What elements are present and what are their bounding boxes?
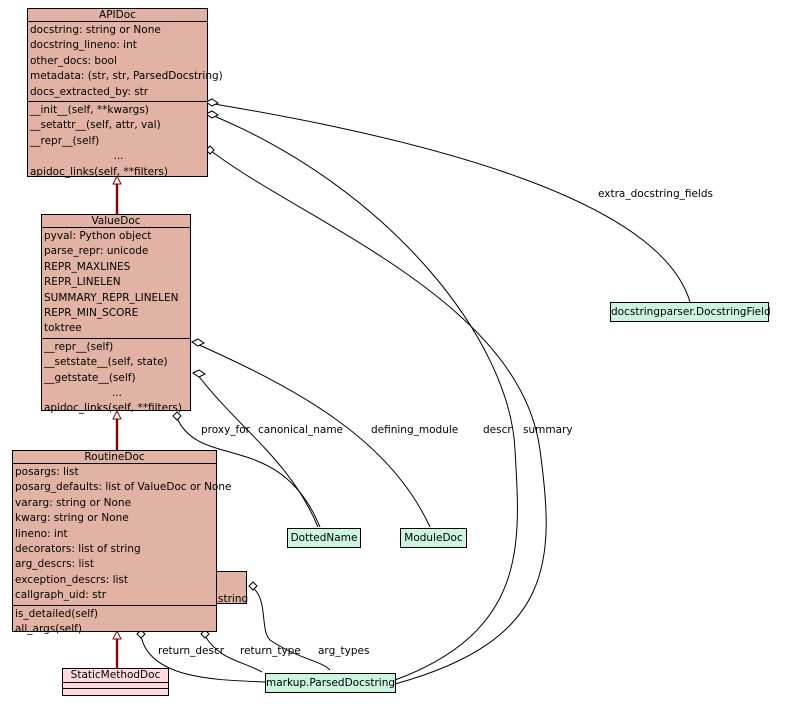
edge-label-summary: summary xyxy=(523,424,573,436)
inherit-arrowhead-valuedoc xyxy=(112,409,122,420)
class-routinedoc[interactable]: RoutineDoc posargs: list posarg_defaults… xyxy=(12,450,232,635)
attribute-row: decorators: list of string xyxy=(15,542,141,555)
edge-extra-docstring-fields xyxy=(213,103,691,303)
diamond-extra-docstring-fields xyxy=(205,98,219,107)
class-apidoc[interactable]: APIDoc docstring: string or None docstri… xyxy=(27,8,223,178)
diamond-defining-module xyxy=(191,338,205,347)
class-apidoc-attributes: docstring: string or None docstring_line… xyxy=(28,22,223,102)
method-row: apidoc_links(self, **filters) xyxy=(44,402,182,415)
edge-summary xyxy=(209,149,547,685)
attribute-row: REPR_LINELEN xyxy=(44,276,121,289)
method-ellipsis: ... xyxy=(111,386,122,399)
class-apidoc-title: APIDoc xyxy=(28,9,207,22)
attribute-row: parse_repr: unicode xyxy=(44,245,149,258)
diamond-canonical-name xyxy=(192,369,206,378)
edge-canonical-name xyxy=(196,373,319,528)
attribute-row: docs_extracted_by: str xyxy=(30,85,149,98)
class-docstringfield[interactable]: docstringparser.DocstringField xyxy=(610,302,771,322)
class-staticmethoddoc-title: StaticMethodDoc xyxy=(63,669,168,683)
qualifier-string-box: string xyxy=(216,571,249,605)
attribute-row: metadata: (str, str, ParsedDocstring) xyxy=(30,70,223,83)
class-staticmethoddoc[interactable]: StaticMethodDoc xyxy=(62,668,169,696)
attribute-row: REPR_MAXLINES xyxy=(44,260,131,273)
class-valuedoc-attributes: pyval: Python object parse_repr: unicode… xyxy=(42,228,190,339)
class-parseddocstring[interactable]: markup.ParsedDocstring xyxy=(265,673,396,693)
class-valuedoc-title: ValueDoc xyxy=(42,215,190,228)
edge-arg-types xyxy=(252,587,331,671)
attribute-row: kwarg: string or None xyxy=(15,512,129,525)
attribute-row: docstring: string or None xyxy=(30,24,161,36)
class-staticmethoddoc-attributes xyxy=(63,683,168,689)
edge-label-return-descr: return_descr xyxy=(158,645,225,657)
diamond-descr xyxy=(205,110,219,119)
method-row: is_detailed(self) xyxy=(15,607,99,620)
edge-label-canonical-name: canonical_name xyxy=(258,424,344,436)
method-row: __getstate__(self) xyxy=(44,371,136,384)
diamond-proxy-for xyxy=(172,411,182,421)
class-moduledoc[interactable]: ModuleDoc xyxy=(400,528,467,548)
attribute-row: posarg_defaults: list of ValueDoc or Non… xyxy=(15,481,232,494)
method-row: __init__(self, **kwargs) xyxy=(30,103,149,116)
class-valuedoc[interactable]: ValueDoc pyval: Python object parse_repr… xyxy=(41,214,191,414)
attribute-row: SUMMARY_REPR_LINELEN xyxy=(44,291,179,304)
edge-label-defining-module: defining_module xyxy=(371,424,459,436)
attribute-row: callgraph_uid: str xyxy=(15,589,107,602)
attribute-row: toktree xyxy=(44,322,82,335)
class-valuedoc-methods: __repr__(self) __setstate__(self, state)… xyxy=(42,339,190,418)
edge-label-proxy-for: proxy_for xyxy=(201,424,250,436)
class-dottedname[interactable]: DottedName xyxy=(287,528,361,548)
method-row: __setstate__(self, state) xyxy=(44,356,168,369)
class-routinedoc-attributes: posargs: list posarg_defaults: list of V… xyxy=(13,464,232,606)
class-apidoc-methods: __init__(self, **kwargs) __setattr__(sel… xyxy=(28,102,207,181)
attribute-row: arg_descrs: list xyxy=(15,558,94,571)
method-row: __repr__(self) xyxy=(44,340,114,353)
attribute-row: vararg: string or None xyxy=(15,496,132,509)
diamond-summary xyxy=(205,145,215,155)
method-row: all_args(self) xyxy=(15,622,82,635)
diamond-arg-types xyxy=(248,581,258,591)
edge-descr xyxy=(213,115,518,681)
edge-label-descr: descr xyxy=(483,424,512,436)
attribute-row: posargs: list xyxy=(15,466,79,478)
inherit-arrowhead-apidoc xyxy=(112,174,122,185)
class-routinedoc-title: RoutineDoc xyxy=(13,451,216,464)
attribute-row: other_docs: bool xyxy=(30,54,117,67)
edge-return-type xyxy=(204,635,263,673)
method-row: __setattr__(self, attr, val) xyxy=(30,119,161,132)
method-ellipsis: ... xyxy=(113,150,124,163)
attribute-row: exception_descrs: list xyxy=(15,573,129,586)
edge-label-extra-docstring-fields: extra_docstring_fields xyxy=(598,188,713,200)
method-row: apidoc_links(self, **filters) xyxy=(30,165,168,178)
attribute-row: REPR_MIN_SCORE xyxy=(44,306,139,319)
edge-proxy-for xyxy=(176,417,321,528)
attribute-row: pyval: Python object xyxy=(44,230,152,242)
edge-return-descr xyxy=(140,635,266,683)
method-row: __repr__(self) xyxy=(30,134,100,147)
inherit-arrowhead-routinedoc xyxy=(112,629,122,640)
attribute-row: docstring_lineno: int xyxy=(30,39,137,52)
attribute-row: lineno: int xyxy=(15,527,68,540)
edge-label-return-type: return_type xyxy=(240,645,301,657)
edge-defining-module xyxy=(196,343,431,528)
class-routinedoc-methods: is_detailed(self) all_args(self) xyxy=(13,606,216,639)
qualifier-string-label: string xyxy=(218,593,249,605)
edge-label-arg-types: arg_types xyxy=(318,645,370,657)
